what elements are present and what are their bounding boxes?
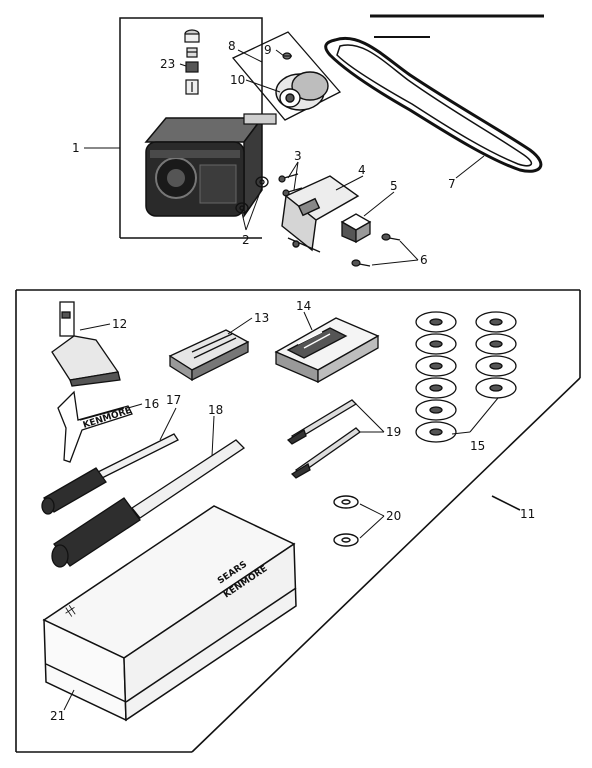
- bottom-leaders: [63, 311, 313, 711]
- belt: [324, 36, 543, 173]
- bracket-screws: [351, 233, 401, 267]
- motor-group-frame: [119, 17, 263, 239]
- callout-1: 1: [72, 141, 80, 155]
- callout-labels: 1 2 3 4 5 6 7 8 9 10 23 11 12 13 14 15 1…: [50, 39, 535, 723]
- callout-20: 20: [386, 509, 401, 523]
- accessory-box: [42, 505, 297, 722]
- callout-15: 15: [470, 439, 485, 453]
- brush-cap-screws: [184, 29, 200, 95]
- callout-23: 23: [160, 57, 175, 71]
- callout-17: 17: [166, 393, 181, 407]
- needle-pack: [274, 317, 380, 384]
- spool-washers: [333, 495, 359, 547]
- motor: [144, 113, 277, 219]
- header-rules: [370, 14, 544, 38]
- bobbin-leaders: [451, 397, 499, 435]
- gauge-brand: KENMORE: [82, 406, 133, 431]
- item20-leaders: [359, 503, 385, 539]
- callout-12: 12: [112, 317, 127, 331]
- callout-3: 3: [294, 149, 302, 163]
- callout-21: 21: [50, 709, 65, 723]
- callout-7: 7: [448, 177, 456, 191]
- callout-10: 10: [230, 73, 245, 87]
- set-screw: [282, 52, 292, 60]
- callout-9: 9: [264, 43, 272, 57]
- small-screwdriver: [41, 433, 179, 515]
- pulley: [275, 71, 329, 111]
- presser-foot: [51, 301, 121, 387]
- callout-19: 19: [386, 425, 401, 439]
- callout-13: 13: [254, 311, 269, 325]
- callout-4: 4: [358, 163, 366, 177]
- clip: [340, 213, 372, 244]
- callout-11: 11: [520, 507, 535, 521]
- callout-14: 14: [296, 299, 311, 313]
- bobbins: [415, 311, 517, 443]
- top-leaders: [84, 49, 485, 266]
- callout-2: 2: [242, 233, 250, 247]
- motor-bracket: [281, 175, 360, 253]
- tiny-screwdrivers: [286, 399, 362, 479]
- pulley-frame: [231, 31, 342, 121]
- seam-gauge: [57, 390, 133, 463]
- callout-5: 5: [390, 179, 398, 193]
- callout-16: 16: [144, 397, 159, 411]
- accessory-frame: [15, 289, 581, 753]
- item19-leaders: [355, 403, 385, 433]
- callout-18: 18: [208, 403, 223, 417]
- callout-8: 8: [228, 39, 236, 53]
- callout-6: 6: [420, 253, 428, 267]
- needle-plate: [168, 329, 250, 382]
- large-screwdriver: [51, 439, 246, 568]
